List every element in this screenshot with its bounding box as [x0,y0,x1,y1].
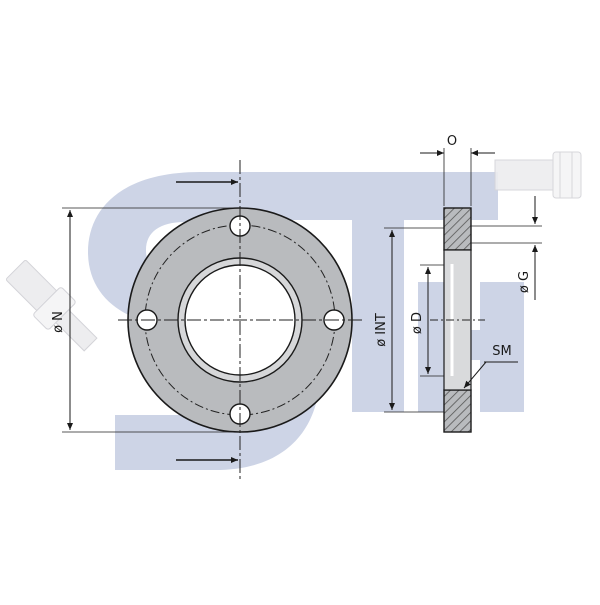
dimension-g-label: ø G [517,271,532,293]
dimension-sm-label: SM [492,344,511,359]
dimension-sm: SM [463,344,518,389]
watermark-letter-t-stem [352,172,404,412]
dimension-int: ø INT [374,227,444,413]
dimension-d: ø D [410,264,444,377]
dimension-n: ø N [51,207,240,433]
dimension-o: O [420,134,495,206]
dimension-int-label: ø INT [374,313,389,347]
fitting-icon-left [6,260,98,352]
side-top-section [443,207,472,251]
flange-side-view [430,207,485,433]
dimension-d-label: ø D [410,312,425,334]
flange-front-view [118,160,362,482]
dimension-g: ø G [471,196,542,300]
dimension-o-label: O [447,134,457,149]
dimension-n-label: ø N [51,311,66,333]
fitting-icon-right [494,151,582,199]
side-bottom-section [443,389,472,433]
